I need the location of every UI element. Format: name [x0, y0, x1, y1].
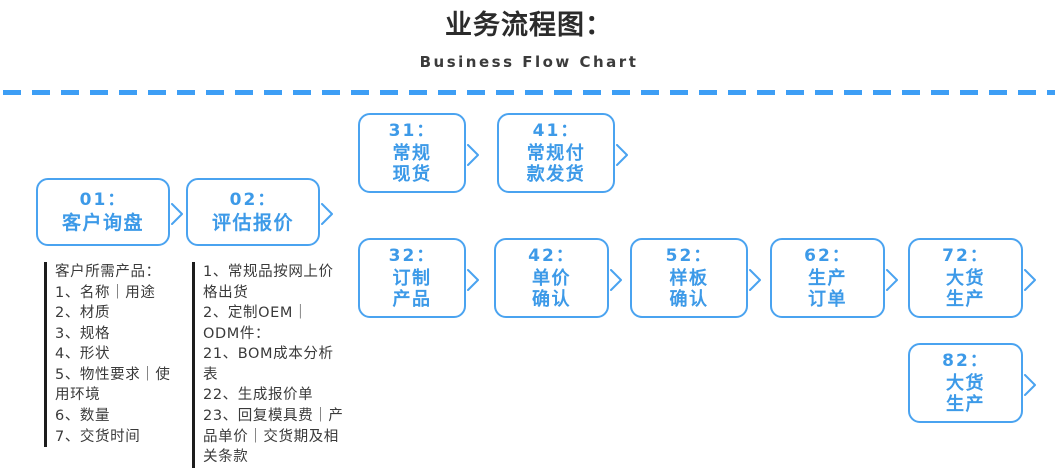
flow-box-code: 42：: [528, 245, 575, 266]
chart-header: 业务流程图： Business Flow Chart: [0, 0, 1058, 71]
flow-box-code: 32：: [388, 245, 436, 266]
flow-box-41[interactable]: 41： 常规付 款发货: [497, 113, 628, 193]
flow-box-label: 订制 产品: [392, 267, 432, 311]
chevron-right-icon: [171, 203, 184, 225]
page-title-en: Business Flow Chart: [419, 53, 639, 72]
flow-box-52[interactable]: 52： 样板 确认: [630, 238, 761, 318]
chevron-right-icon: [886, 269, 899, 291]
flow-box-32[interactable]: 32： 订制 产品: [358, 238, 479, 318]
flow-box-code: 52：: [665, 245, 713, 266]
flow-box-label: 样板 确认: [669, 267, 709, 311]
chevron-right-icon: [1024, 374, 1037, 396]
flow-description-01: 客户所需产品： 1、名称｜用途 2、材质 3、规格 4、形状 5、物性要求｜使用…: [44, 262, 184, 448]
flow-box-62[interactable]: 62： 生产 订单: [770, 238, 898, 318]
flow-box-02[interactable]: 02： 评估报价: [186, 178, 333, 246]
chevron-right-icon: [467, 144, 480, 166]
chevron-right-icon: [616, 144, 629, 166]
flow-box-82[interactable]: 82： 大货 生产: [908, 343, 1036, 423]
flow-box-label: 评估报价: [211, 212, 294, 235]
flow-box-label: 客户询盘: [61, 212, 144, 235]
flow-box-code: 02：: [229, 190, 277, 211]
flow-box-label: 生产 订单: [808, 267, 847, 311]
page-title-cn: 业务流程图：: [445, 10, 613, 41]
flow-box-code: 72：: [942, 245, 989, 266]
flow-box-label: 常规付 款发货: [526, 142, 586, 186]
flow-box-code: 41：: [532, 120, 580, 141]
chevron-right-icon: [749, 269, 762, 291]
dashed-divider: [3, 90, 1055, 95]
chevron-right-icon: [321, 203, 334, 225]
flow-box-label: 单价 确认: [532, 267, 571, 311]
flow-box-31[interactable]: 31： 常规 现货: [358, 113, 479, 193]
flow-box-label: 大货 生产: [946, 372, 985, 416]
flow-box-label: 大货 生产: [946, 267, 985, 311]
flow-box-label: 常规 现货: [392, 142, 432, 186]
flow-box-code: 01：: [79, 190, 127, 211]
flow-box-code: 82：: [942, 350, 989, 371]
flow-box-code: 62：: [804, 245, 851, 266]
flow-box-code: 31：: [388, 120, 436, 141]
chevron-right-icon: [1024, 269, 1037, 291]
chevron-right-icon: [610, 269, 623, 291]
flow-box-72[interactable]: 72： 大货 生产: [908, 238, 1036, 318]
chevron-right-icon: [467, 269, 480, 291]
flow-description-02: 1、常规品按网上价格出货 2、定制OEM｜ODM件： 21、BOM成本分析表 2…: [192, 262, 344, 468]
flow-box-42[interactable]: 42： 单价 确认: [494, 238, 622, 318]
flow-box-01[interactable]: 01： 客户询盘: [36, 178, 183, 246]
